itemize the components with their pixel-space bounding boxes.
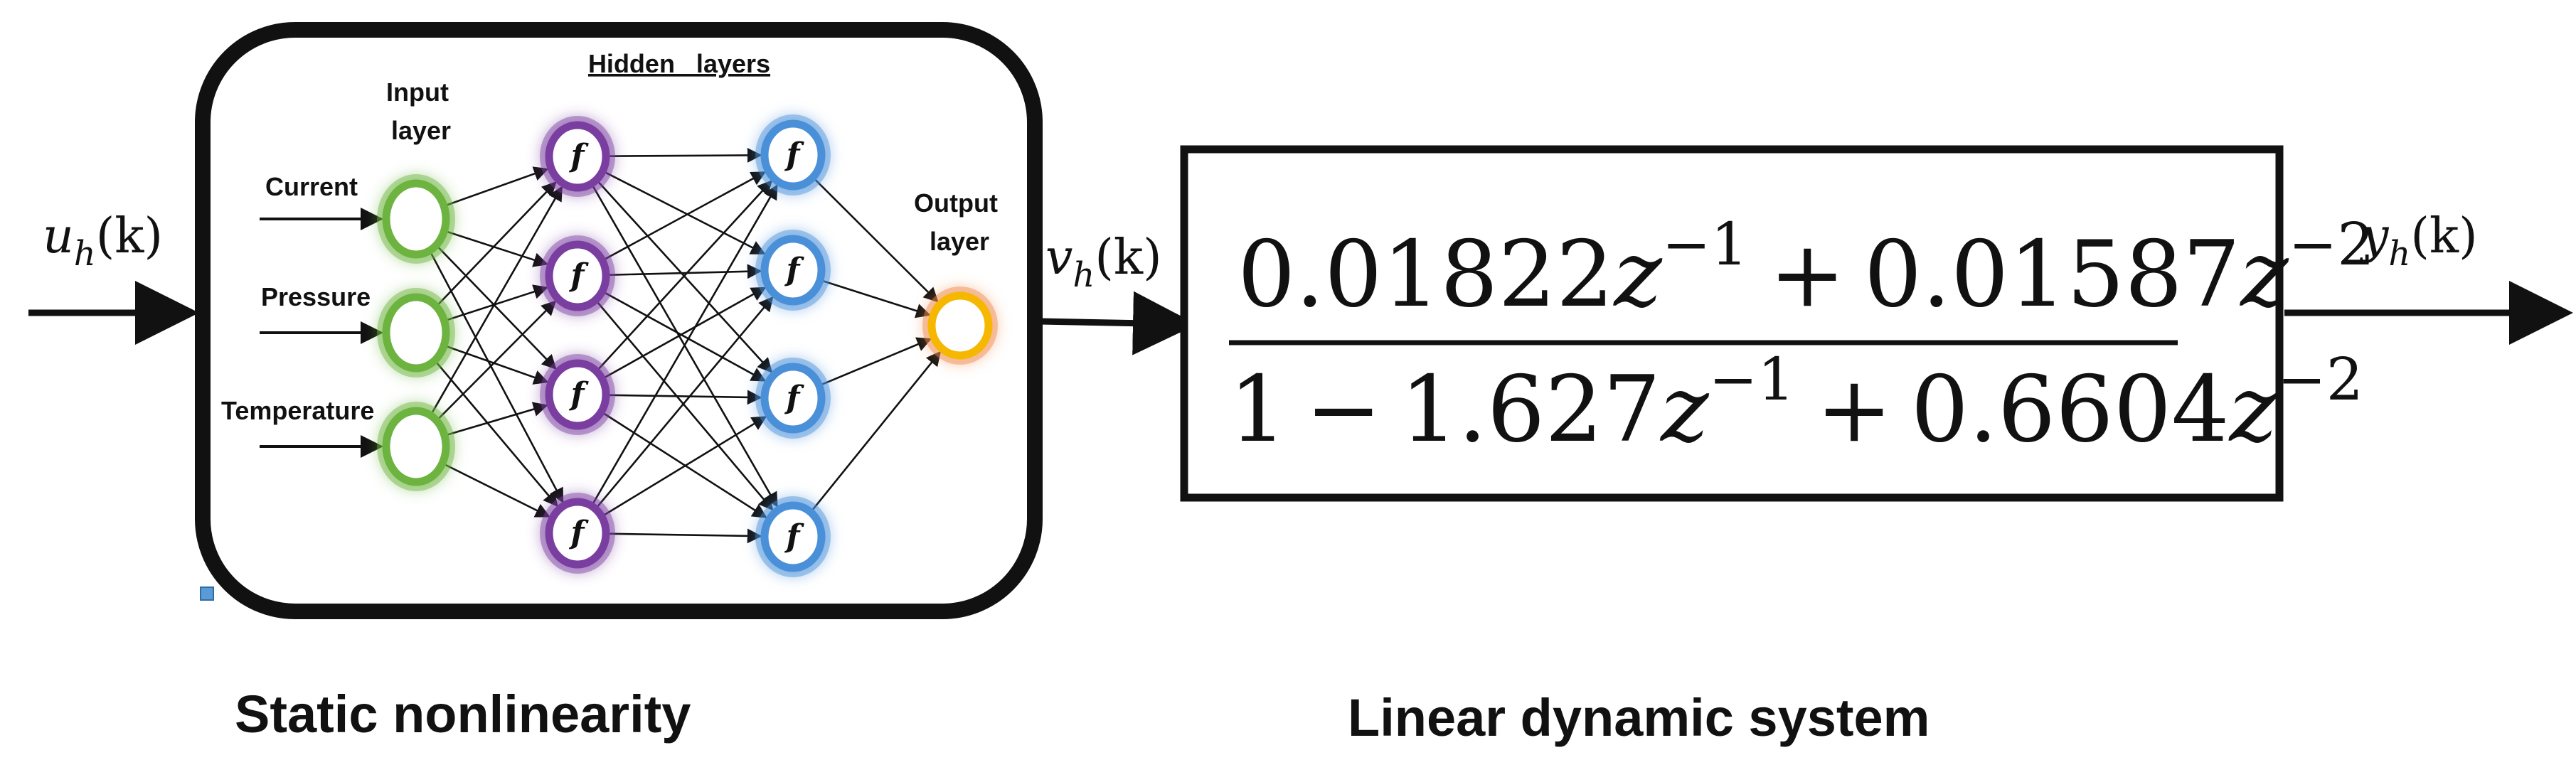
neuron-circle [382, 293, 450, 373]
neuron-glow [755, 230, 831, 311]
connection-input-2-hidden1-2 [444, 402, 548, 436]
neuron-input-2 [377, 402, 455, 491]
neuron-output-0 [922, 286, 998, 365]
neuron-glow [377, 402, 455, 491]
connection-hidden1-3-hidden2-3 [605, 528, 762, 544]
intermediate-signal: vh(k) [1039, 230, 1197, 355]
connection-hidden1-0-hidden2-1 [602, 170, 766, 255]
nn-connections [260, 148, 942, 544]
neuron-input-1 [377, 288, 455, 377]
input-label-pressure: Pressure [261, 282, 371, 311]
connection-hidden2-1-output-0 [819, 279, 931, 318]
connection-hidden2-3-output-0 [809, 350, 942, 513]
connection-hidden2-0-output-0 [812, 176, 939, 303]
connection-hidden1-2-hidden2-2 [605, 390, 762, 405]
connection-input-1-hidden1-3 [434, 360, 558, 508]
connection-input-2-hidden1-1 [435, 300, 557, 422]
connection-input-2-hidden1-0 [430, 186, 563, 416]
resize-handle [200, 586, 214, 601]
connection-hidden1-2-hidden2-3 [600, 411, 767, 518]
output-signal-label: yh(k) [2359, 208, 2478, 274]
output-signal: yh(k) [2284, 208, 2573, 345]
output-layer-label: Output layer [914, 188, 1005, 256]
connection-hidden1-3-hidden2-0 [590, 184, 778, 507]
neuron-circle [927, 291, 993, 360]
input-signal: uh(k) [28, 208, 199, 345]
neuron-circle [760, 501, 826, 572]
neuron-hidden2-1: f [755, 230, 831, 311]
connection-hidden1-3-hidden2-1 [595, 296, 774, 510]
neuron-circle [760, 235, 826, 306]
neuron-glow [377, 288, 455, 377]
neuron-circle [545, 121, 610, 192]
static-nonlinearity-block: Input layer Hidden layers Output layer C… [195, 22, 1043, 619]
neuron-hidden1-0: f [540, 116, 615, 197]
neuron-hidden2-3: f [755, 496, 831, 577]
neuron-input-0 [377, 174, 455, 264]
connection-hidden1-1-hidden2-2 [602, 290, 767, 382]
input-label-current: Current [265, 172, 358, 201]
neuron-glow [540, 235, 615, 316]
neuron-glow [922, 286, 998, 365]
intermediate-signal-label: vh(k) [1045, 230, 1162, 295]
neuron-hidden1-2: f [540, 354, 615, 435]
connection-input-0-hidden1-1 [444, 230, 549, 267]
tf-numerator: 0.01822z−1+0.01587z−2 [1238, 211, 2375, 328]
neuron-circle [545, 359, 610, 430]
neuron-glow [377, 174, 455, 264]
linear-dynamic-block: 0.01822z−1+0.01587z−2 1−1.627z−1+0.6604z… [1180, 145, 2375, 502]
input-label-temperature: Temperature [221, 396, 374, 425]
caption-static-nonlinearity: Static nonlinearity [235, 685, 691, 744]
connection-input-2-hidden1-3 [442, 462, 550, 518]
connection-hidden1-0-hidden2-0 [605, 148, 762, 163]
nn-block-border [195, 22, 1043, 619]
tf-block-border [1180, 145, 2284, 502]
connection-hidden1-3-hidden2-2 [601, 416, 767, 518]
tf-denominator: 1−1.627z−1+0.6604z−2 [1229, 346, 2363, 463]
connection-input-0-hidden1-3 [429, 250, 564, 503]
neuron-circle [545, 240, 610, 311]
neuron-hidden1-1: f [540, 235, 615, 316]
connection-hidden1-1-hidden2-0 [602, 171, 767, 262]
neuron-glow [540, 116, 615, 197]
connection-hidden2-2-output-0 [819, 337, 932, 387]
neuron-glow [540, 354, 615, 435]
neuron-glow [755, 114, 831, 196]
connection-input-1-hidden1-0 [435, 181, 557, 308]
neuron-circle [760, 363, 826, 434]
neuron-circle [382, 179, 450, 259]
caption-linear-dynamic-system: Linear dynamic system [1348, 688, 1930, 747]
connection-hidden1-2-hidden2-1 [602, 286, 767, 380]
connection-input-1-hidden1-2 [443, 344, 549, 385]
neuron-glow [755, 496, 831, 577]
neuron-circle [382, 407, 450, 486]
neuron-hidden2-2: f [755, 358, 831, 439]
input-signal-label: uh(k) [43, 208, 163, 274]
neuron-hidden2-0: f [755, 114, 831, 196]
connection-input-0-hidden1-0 [443, 166, 549, 208]
connection-hidden1-2-hidden2-0 [595, 180, 773, 373]
neuron-circle [760, 119, 826, 191]
input-layer-label: Input layer [386, 77, 456, 145]
neuron-glow [755, 358, 831, 439]
intermediate-arrow [1039, 291, 1197, 355]
neuron-glow [540, 493, 615, 574]
neuron-circle [545, 498, 610, 569]
neuron-hidden1-3: f [540, 493, 615, 574]
connection-input-0-hidden1-2 [435, 244, 557, 370]
connection-hidden1-1-hidden2-1 [605, 264, 762, 279]
hidden-layers-label: Hidden layers [588, 49, 770, 78]
